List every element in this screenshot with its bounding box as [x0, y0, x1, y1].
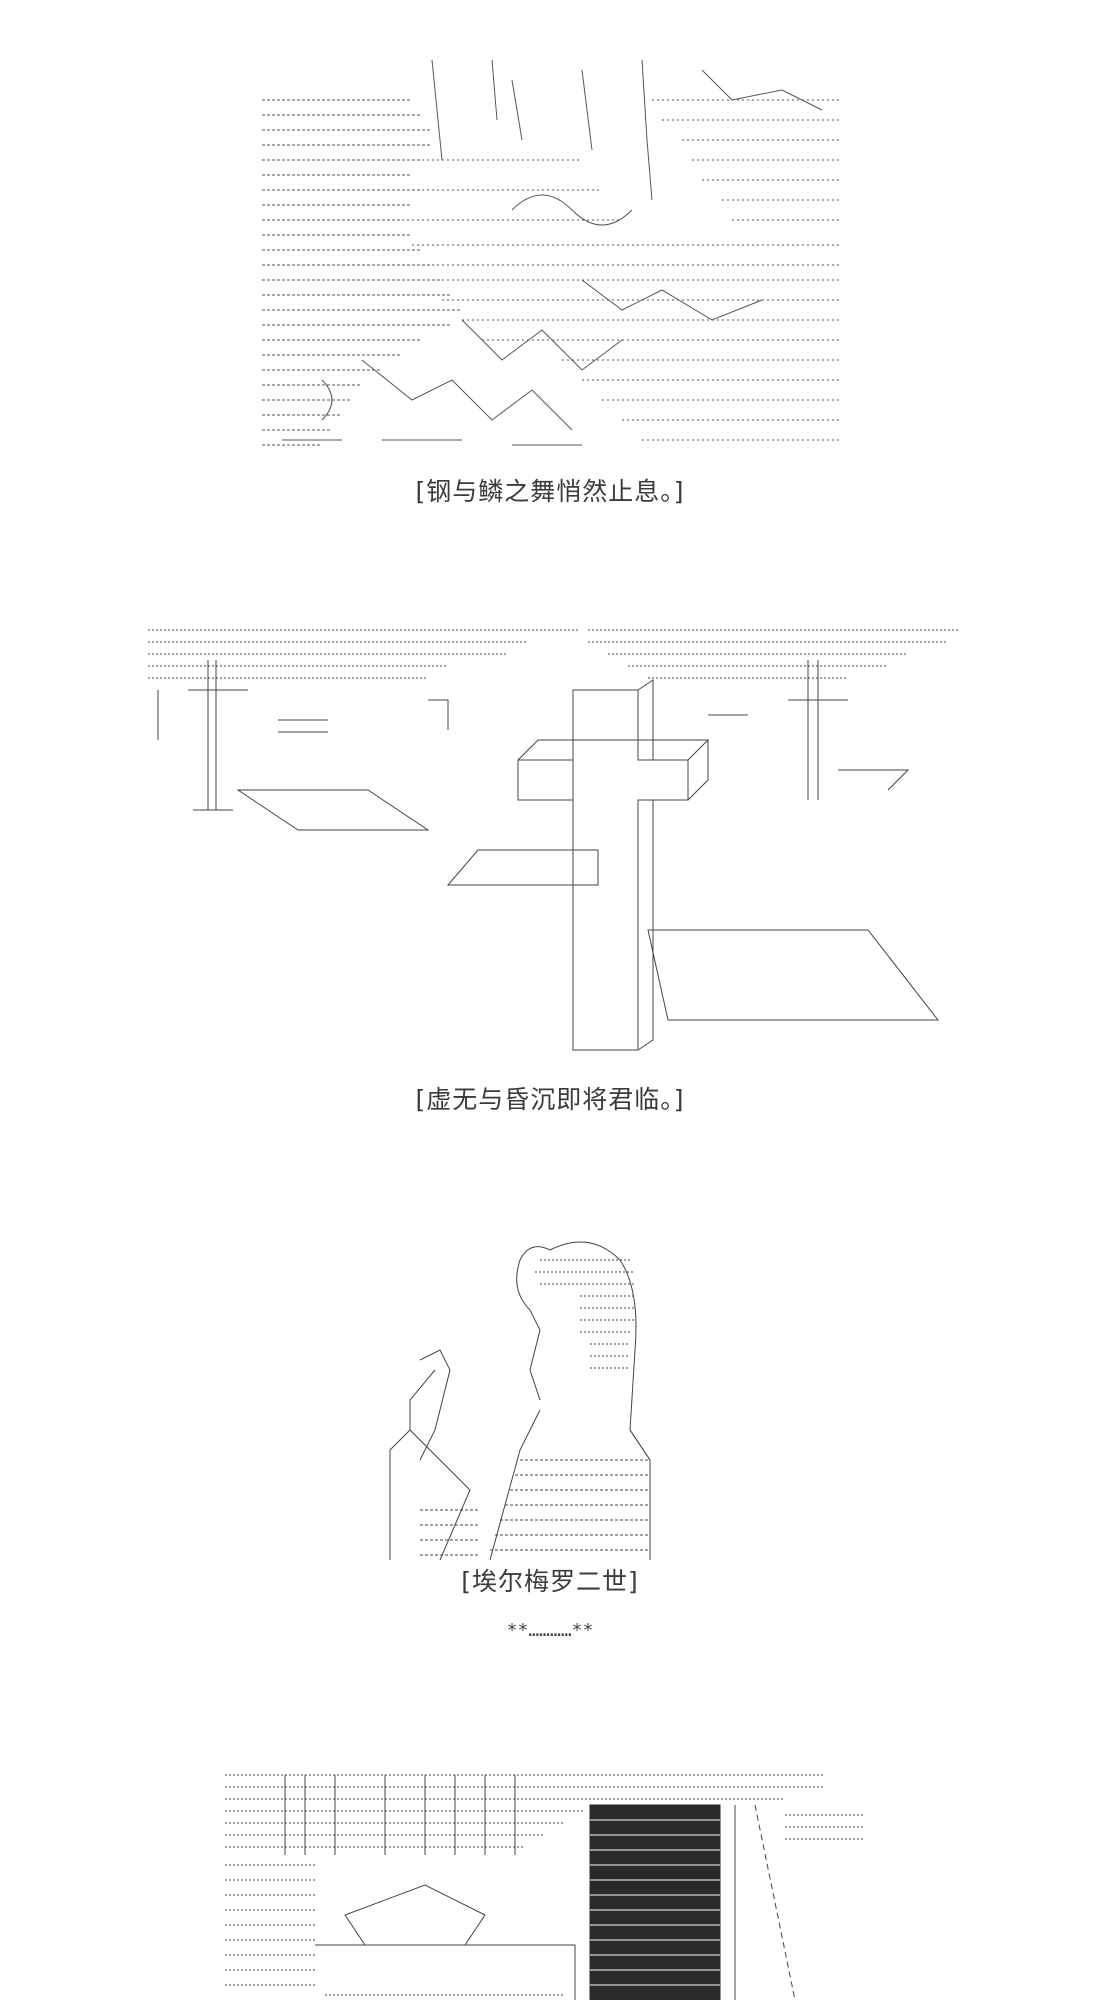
caption-scene-2: [虚无与昏沉即将君临。]	[415, 1085, 685, 1114]
ascii-art-landscape-drawing	[262, 60, 842, 446]
ascii-art-interior-drawing	[225, 1774, 865, 2000]
caption-scene-3: [埃尔梅罗二世]	[461, 1567, 639, 1596]
section-divider: **…………**	[506, 1620, 594, 1641]
caption-scene-1: [钢与鳞之舞悄然止息。]	[415, 477, 685, 506]
ascii-art-scene-2	[148, 620, 958, 1062]
ascii-art-scene-4	[225, 1765, 865, 2000]
ascii-art-cemetery-drawing	[148, 629, 958, 1051]
ascii-art-scene-1	[262, 60, 842, 456]
ascii-art-scene-3	[380, 1230, 730, 1560]
ascii-art-figure-drawing	[389, 1241, 651, 1560]
